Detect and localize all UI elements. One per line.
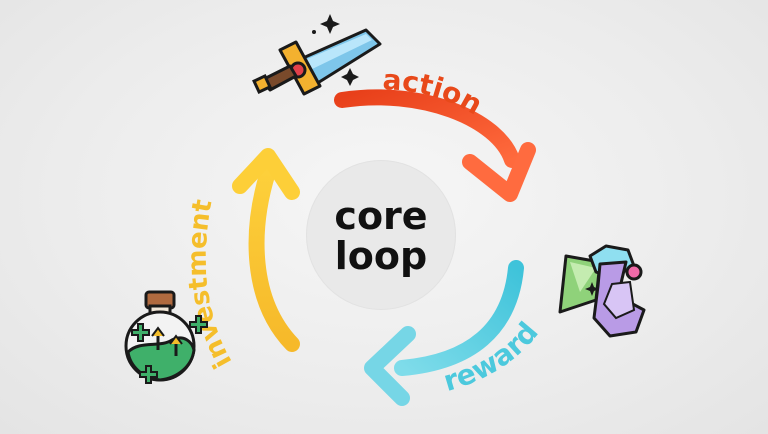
sword-icon	[252, 14, 382, 96]
center-disc	[306, 160, 456, 310]
center-label-line2: loop	[334, 234, 428, 278]
center-label-line1: core	[334, 194, 428, 238]
action-arrow	[334, 89, 536, 202]
potion-icon	[124, 290, 208, 384]
reward-arrow	[364, 260, 524, 406]
investment-arrow	[232, 148, 300, 352]
gems-icon	[558, 244, 646, 338]
